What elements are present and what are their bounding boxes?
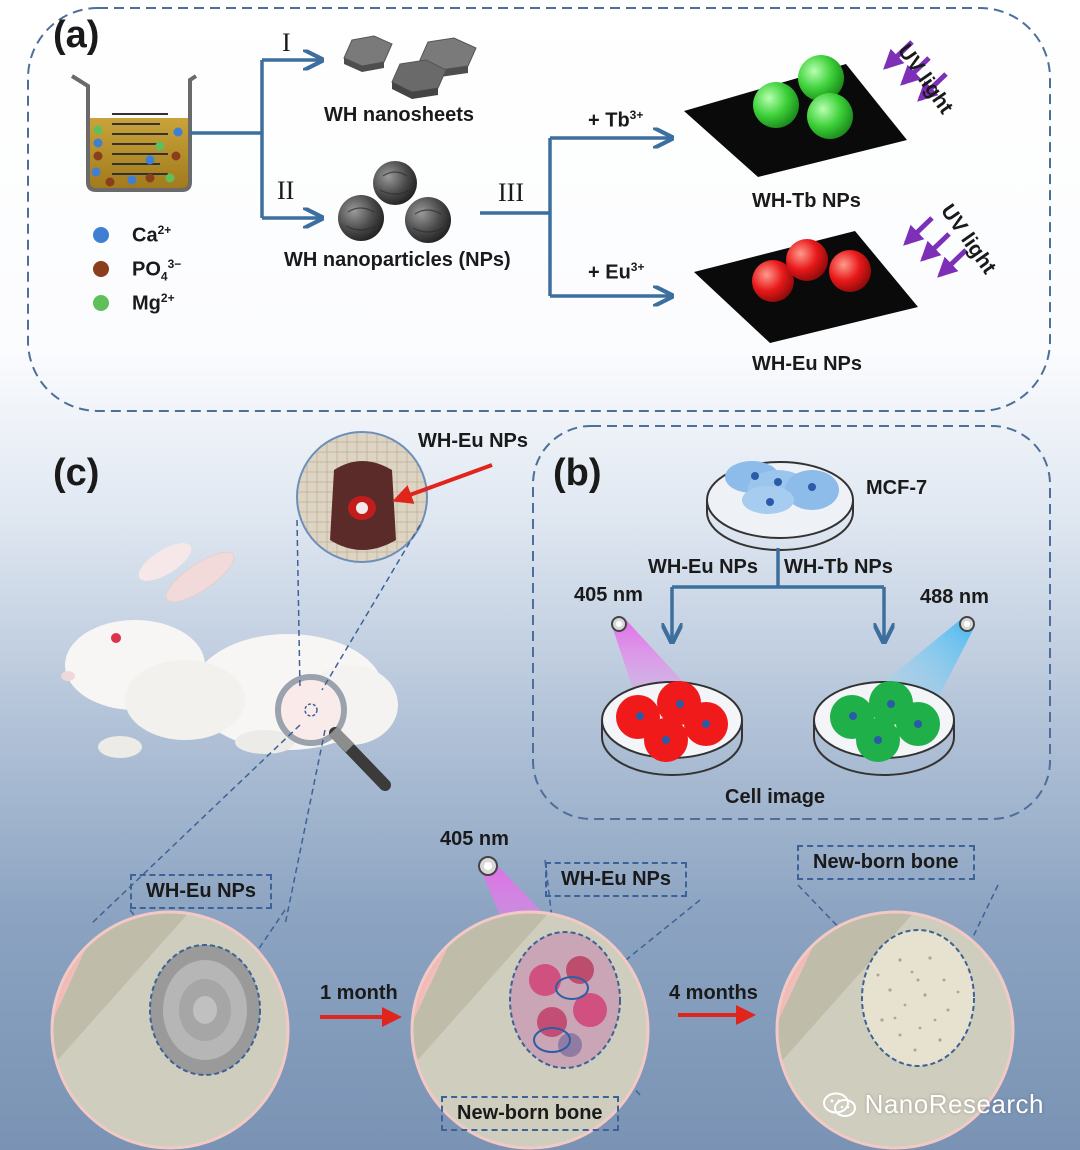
watermark: NanoResearch xyxy=(822,1089,1044,1120)
stage2-wh-eu-label: WH-Eu NPs xyxy=(545,862,687,897)
stage1-wh-eu-label: WH-Eu NPs xyxy=(130,874,272,909)
eu-addition-label: + Eu3+ xyxy=(588,260,645,284)
time-1-month-label: 1 month xyxy=(320,982,398,1004)
lamp-405-b xyxy=(611,616,627,632)
stage3-new-bone-label: New-born bone xyxy=(797,845,975,880)
panel-a-frame xyxy=(27,7,1051,412)
synthesis-arrows xyxy=(190,60,672,296)
legend-ca-dot xyxy=(93,227,109,243)
wh-tb-plate xyxy=(684,55,907,177)
bone-view-4-months xyxy=(775,910,1015,1150)
petri-dish-mcf7 xyxy=(706,461,854,551)
route-ii-label: II xyxy=(277,176,295,205)
route-iii-label: III xyxy=(498,178,524,207)
wavelength-405-c: 405 nm xyxy=(440,828,509,850)
lamp-488 xyxy=(959,616,975,632)
wh-tb-label: WH-Tb NPs xyxy=(752,190,861,212)
wh-eu-plate xyxy=(694,231,918,343)
legend-mg-label: Mg2+ xyxy=(132,291,175,315)
panel-b-label: (b) xyxy=(553,452,602,494)
implant-site-photo xyxy=(296,431,493,563)
legend-ca-label: Ca2+ xyxy=(132,223,172,247)
nanoparticles-label: WH nanoparticles (NPs) xyxy=(284,249,511,271)
tb-treatment-label: WH-Tb NPs xyxy=(784,556,893,578)
cell-image-label: Cell image xyxy=(725,786,826,808)
petri-dish-red xyxy=(601,681,743,776)
beaker xyxy=(70,74,198,192)
legend-mg-dot xyxy=(93,295,109,311)
time-4-months-label: 4 months xyxy=(669,982,758,1004)
panel-b-arrows xyxy=(672,548,884,642)
wavelength-488: 488 nm xyxy=(920,586,989,608)
bone-view-1-month xyxy=(410,910,650,1150)
bone-view-initial xyxy=(50,910,290,1150)
legend-po4-label: PO43− xyxy=(132,257,182,284)
beam-488 xyxy=(884,620,974,702)
mcf7-label: MCF-7 xyxy=(866,477,928,499)
watermark-text: NanoResearch xyxy=(864,1089,1044,1119)
panel-a-label: (a) xyxy=(53,14,100,56)
wh-eu-label: WH-Eu NPs xyxy=(752,353,862,375)
magnifier xyxy=(275,674,391,791)
wh-nanoparticles xyxy=(338,161,451,243)
panel-c-label: (c) xyxy=(53,452,100,494)
route-i-label: I xyxy=(282,28,291,57)
panel-b-frame xyxy=(532,425,1051,820)
eu-treatment-label: WH-Eu NPs xyxy=(648,556,758,578)
legend-po4-dot xyxy=(93,261,109,277)
lamp-405-c xyxy=(478,856,498,876)
stage2-new-bone-label: New-born bone xyxy=(441,1096,619,1131)
wavelength-405-b: 405 nm xyxy=(574,584,643,606)
nanosheets-label: WH nanosheets xyxy=(324,104,475,126)
uv-arrows xyxy=(883,40,968,278)
wechat-icon xyxy=(822,1092,856,1117)
implant-label: WH-Eu NPs xyxy=(418,430,528,452)
petri-dish-green xyxy=(813,681,955,776)
wh-nanosheets xyxy=(343,35,477,99)
tb-addition-label: + Tb3+ xyxy=(588,108,644,132)
